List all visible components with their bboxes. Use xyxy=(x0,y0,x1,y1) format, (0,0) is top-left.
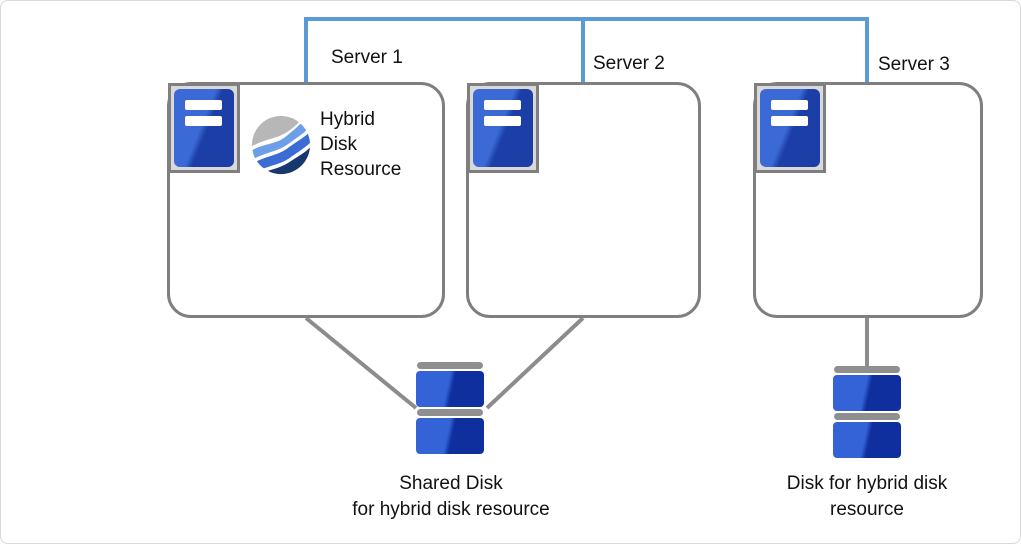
server-rack-icon xyxy=(754,83,826,173)
server1-box: Hybrid Disk Resource xyxy=(167,82,445,318)
server3-box xyxy=(753,82,983,318)
drive-slot xyxy=(771,100,808,110)
disk-cap xyxy=(417,409,483,416)
disk-cap xyxy=(834,366,900,373)
server1-to-shared-disk-line xyxy=(304,316,418,410)
server-rack-icon xyxy=(467,83,539,173)
network-interconnect-line xyxy=(304,17,869,82)
disk-body xyxy=(833,375,901,411)
server-unit xyxy=(473,89,533,167)
disk-body xyxy=(833,422,901,458)
hybrid-disk-label: Disk for hybrid disk resource xyxy=(786,473,948,520)
server2-box xyxy=(466,82,701,318)
server-unit xyxy=(174,89,234,167)
disk-body xyxy=(416,418,484,454)
server-rack-icon xyxy=(168,83,240,173)
server2-to-shared-disk-line xyxy=(485,316,585,410)
server2-label: Server 2 xyxy=(593,53,665,74)
drive-slot xyxy=(484,116,521,126)
disk-cap xyxy=(417,362,483,369)
drive-slot xyxy=(185,116,222,126)
drive-slot xyxy=(484,100,521,110)
server3-label: Server 3 xyxy=(878,54,950,75)
hybrid-disk-icon xyxy=(833,366,901,460)
disk-cap xyxy=(834,413,900,420)
drive-slot xyxy=(185,100,222,110)
server1-label: Server 1 xyxy=(331,47,403,68)
hybrid-disk-resource-label: Hybrid Disk Resource xyxy=(320,109,402,180)
disk-body xyxy=(416,371,484,407)
shared-disk-icon xyxy=(416,362,484,456)
hybrid-disk-resource: Hybrid Disk Resource xyxy=(250,109,440,180)
shared-disk-label: Shared Disk for hybrid disk resource xyxy=(352,473,550,520)
wave-sphere-icon xyxy=(251,115,311,175)
drive-slot xyxy=(771,116,808,126)
server-unit xyxy=(760,89,820,167)
